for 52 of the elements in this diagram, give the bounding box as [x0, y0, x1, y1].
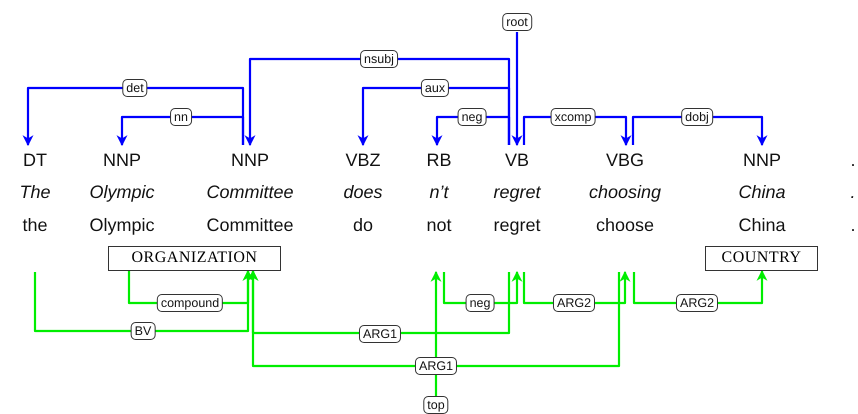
- edge-label: aux: [420, 79, 450, 97]
- lemma: choose: [596, 214, 654, 236]
- arrow: [22, 86, 244, 146]
- pos-tag: VBG: [606, 149, 644, 171]
- word-form: does: [343, 181, 383, 203]
- lemma: China: [738, 214, 786, 236]
- edge-label: ARG1: [414, 357, 458, 375]
- lemma: do: [352, 214, 374, 236]
- word-form: The: [19, 181, 51, 203]
- edge-label: compound: [156, 294, 224, 312]
- lemma: the: [22, 214, 48, 236]
- word-form: Olympic: [90, 181, 154, 203]
- pos-tag: RB: [426, 149, 452, 171]
- edge-label: dobj: [681, 108, 713, 126]
- word-form: choosing: [588, 181, 662, 203]
- lemma: Olympic: [90, 214, 154, 236]
- edge-label: ARG2: [676, 294, 718, 312]
- pos-tag: NNP: [231, 149, 269, 171]
- lemma: regret: [493, 214, 541, 236]
- edge-label: top: [423, 396, 449, 414]
- edge-label: xcomp: [550, 108, 596, 126]
- word-form: Committee: [206, 181, 294, 203]
- lemma: not: [426, 214, 452, 236]
- edge-label: det: [122, 79, 148, 97]
- arrow: [358, 86, 510, 146]
- word-form: regret: [493, 181, 541, 203]
- arrow: [248, 270, 620, 368]
- word-form: China: [738, 181, 786, 203]
- pos-tag: DT: [23, 149, 47, 171]
- lemma: Committee: [206, 214, 294, 236]
- pos-tag: NNP: [103, 149, 141, 171]
- arrow: [34, 270, 254, 332]
- word-form: .: [850, 181, 856, 203]
- arrow: [512, 32, 522, 146]
- lemma: .: [850, 214, 856, 236]
- pos-tag: VB: [505, 149, 529, 171]
- word-form: n’t: [430, 181, 448, 203]
- pos-tag: NNP: [743, 149, 781, 171]
- edge-label: ARG1: [358, 325, 402, 343]
- arrow: [116, 116, 244, 146]
- edge-label: neg: [458, 108, 486, 126]
- pos-tag: .: [850, 149, 856, 171]
- arrow: [244, 58, 510, 146]
- entity-box: COUNTRY: [705, 246, 818, 271]
- edge-label: root: [502, 13, 532, 31]
- edge-label: ARG2: [552, 294, 596, 312]
- edge-label: nsubj: [360, 50, 398, 68]
- edge-label: neg: [466, 294, 494, 312]
- edge-label: nn: [170, 108, 192, 126]
- entity-box: ORGANIZATION: [108, 246, 281, 271]
- pos-tag: VBZ: [346, 149, 380, 171]
- edge-label: BV: [130, 322, 156, 340]
